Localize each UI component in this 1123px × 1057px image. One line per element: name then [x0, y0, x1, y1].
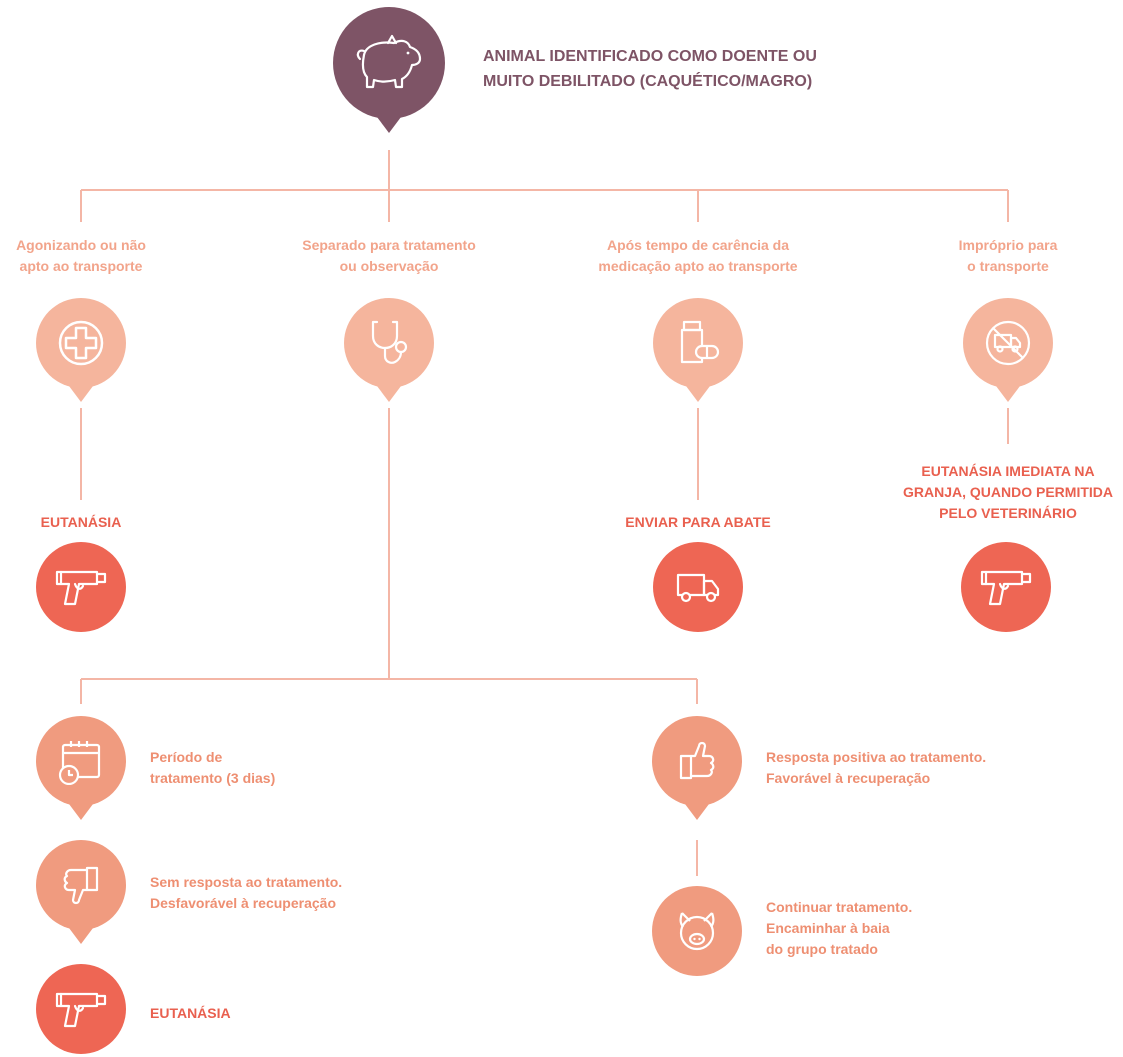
outcome-euthanasia-node — [36, 542, 126, 632]
root-label: ANIMAL IDENTIFICADO COMO DOENTE OU MUITO… — [483, 48, 817, 90]
positive-response-label: Resposta positiva ao tratamento. Favoráv… — [766, 749, 987, 786]
branch-withdrawal-label: Após tempo de carência da medicação apto… — [598, 237, 798, 274]
branch-treatment-node — [344, 298, 434, 388]
thumbs-down-icon — [63, 866, 99, 905]
positive-response-node — [652, 716, 742, 806]
branch-unfit-node — [963, 298, 1053, 388]
captive-bolt-gun-icon — [55, 992, 107, 1028]
outcome-immediate-euthanasia-node — [961, 542, 1051, 632]
truck-icon — [676, 573, 720, 603]
final-euthanasia-node — [36, 964, 126, 1054]
no-response-node — [36, 840, 126, 930]
no-truck-icon — [985, 320, 1031, 366]
medication-icon — [680, 320, 720, 364]
treatment-period-label: Período de tratamento (3 dias) — [150, 749, 276, 786]
medical-cross-icon — [58, 320, 104, 366]
outcome-slaughter-node — [653, 542, 743, 632]
continue-treatment-label: Continuar tratamento. Encaminhar à baia … — [766, 899, 913, 957]
final-euthanasia-label: EUTANÁSIA — [150, 1005, 231, 1021]
branch-agonizing-label: Agonizando ou não apto ao transporte — [16, 237, 146, 274]
continue-treatment-node — [652, 886, 742, 976]
branch-agonizing-node — [36, 298, 126, 388]
branch-unfit-label: Impróprio para o transporte — [958, 237, 1058, 274]
captive-bolt-gun-icon — [55, 570, 107, 606]
root-node — [333, 7, 445, 119]
pig-icon — [356, 34, 422, 89]
outcome-euthanasia-label: EUTANÁSIA — [40, 514, 122, 530]
captive-bolt-gun-icon — [980, 570, 1032, 606]
outcome-slaughter-label: ENVIAR PARA ABATE — [625, 514, 771, 530]
pig-face-icon — [679, 912, 715, 951]
stethoscope-icon — [371, 320, 408, 364]
outcome-immediate-euthanasia-label: EUTANÁSIA IMEDIATA NA GRANJA, QUANDO PER… — [902, 463, 1114, 521]
calendar-clock-icon — [58, 741, 101, 785]
treatment-period-node — [36, 716, 126, 806]
branch-withdrawal-node — [653, 298, 743, 388]
thumbs-up-icon — [679, 741, 715, 780]
no-response-label: Sem resposta ao tratamento. Desfavorável… — [150, 874, 343, 911]
branch-treatment-label: Separado para tratamento ou observação — [302, 237, 476, 274]
